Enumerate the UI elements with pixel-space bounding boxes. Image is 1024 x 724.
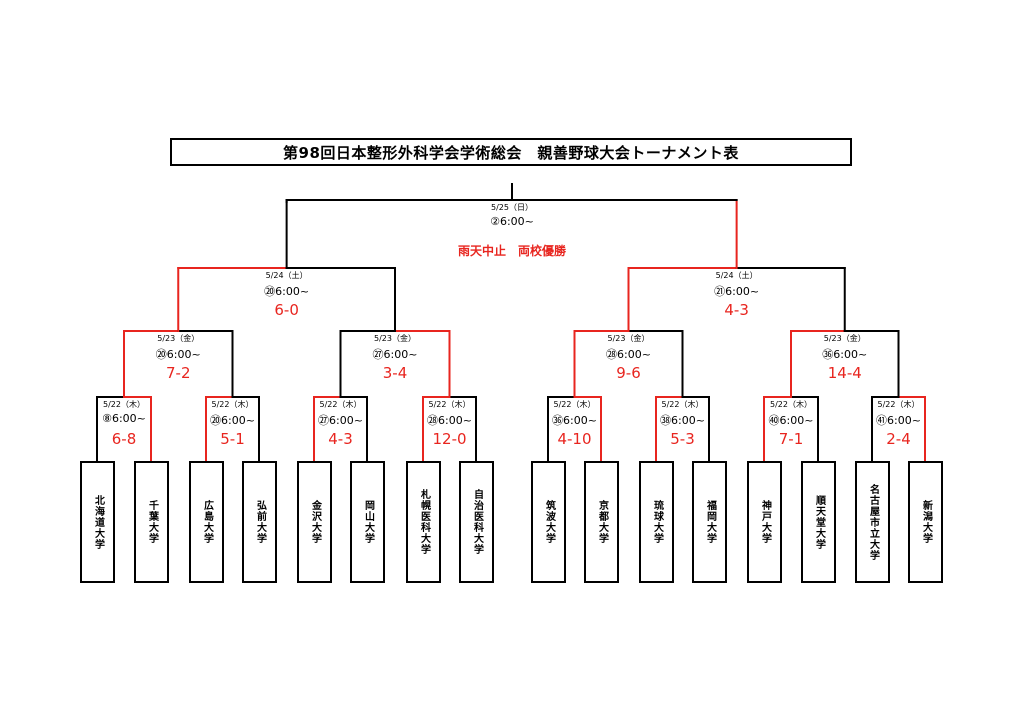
round2-score: 3-4 <box>382 364 408 382</box>
final-note: 雨天中止 両校優勝 <box>457 244 567 258</box>
round1-time: ㊳6:00~ <box>660 414 705 427</box>
team-box: 福岡大学 <box>692 461 727 583</box>
round1-date: 5/22（木） <box>661 400 704 409</box>
round1-score: 12-0 <box>432 430 467 448</box>
team-box: 京都大学 <box>584 461 619 583</box>
round1-date: 5/22（木） <box>319 400 362 409</box>
round2-date: 5/23（金） <box>607 334 650 343</box>
round1-time: ㊵6:00~ <box>768 414 814 427</box>
round1-date: 5/22（木） <box>770 400 812 409</box>
team-box: 岡山大学 <box>350 461 385 583</box>
round1-score: 4-3 <box>328 430 353 448</box>
round1-date: 5/22（木） <box>877 400 920 409</box>
round1-time: ㉗6:00~ <box>318 414 363 427</box>
round1-date: 5/22（木） <box>428 400 471 409</box>
round1-score: 4-10 <box>557 430 592 448</box>
round2-score: 14-4 <box>827 364 862 382</box>
round1-time: ⑧6:00~ <box>102 412 146 425</box>
team-box: 自治医科大学 <box>459 461 494 583</box>
team-box: 弘前大学 <box>242 461 277 583</box>
team-box: 筑波大学 <box>531 461 566 583</box>
team-box: 順天堂大学 <box>801 461 836 583</box>
team-box: 名古屋市立大学 <box>855 461 890 583</box>
round1-score: 5-1 <box>220 430 245 448</box>
round2-date: 5/23（金） <box>157 334 200 343</box>
round1-date: 5/22（木） <box>103 400 145 409</box>
team-box: 神戸大学 <box>747 461 782 583</box>
round2-time: ⑳6:00~ <box>155 348 201 361</box>
round3-score: 4-3 <box>724 301 749 319</box>
tournament-title: 第98回日本整形外科学会学術総会 親善野球大会トーナメント表 <box>170 138 852 166</box>
round1-time: ㊱6:00~ <box>552 414 597 427</box>
round2-time: ㊱6:00~ <box>822 348 868 361</box>
round1-time: ㉘6:00~ <box>427 414 472 427</box>
round1-date: 5/22（木） <box>211 400 254 409</box>
round1-time: ⑳6:00~ <box>210 414 255 427</box>
round1-score: 6-8 <box>111 430 137 448</box>
round1-score: 5-3 <box>670 430 695 448</box>
round2-time: ㉘6:00~ <box>606 348 651 361</box>
round3-date: 5/24（土） <box>715 271 758 280</box>
team-box: 新潟大学 <box>908 461 943 583</box>
round2-score: 7-2 <box>166 364 191 382</box>
round1-date: 5/22（木） <box>553 400 596 409</box>
team-box: 千葉大学 <box>134 461 169 583</box>
round3-score: 6-0 <box>274 301 299 319</box>
round1-score: 2-4 <box>886 430 911 448</box>
team-box: 札幌医科大学 <box>406 461 441 583</box>
final-time: ②6:00~ <box>490 215 534 228</box>
round3-time: ⑳6:00~ <box>264 285 310 298</box>
team-box: 北海道大学 <box>80 461 115 583</box>
round2-date: 5/23（金） <box>374 334 416 343</box>
round3-date: 5/24（土） <box>265 271 308 280</box>
team-box: 広島大学 <box>189 461 224 583</box>
team-box: 琉球大学 <box>639 461 674 583</box>
round1-score: 7-1 <box>778 430 804 448</box>
team-box: 金沢大学 <box>297 461 332 583</box>
round1-time: ㊶6:00~ <box>876 414 921 427</box>
round2-time: ㉗6:00~ <box>372 348 418 361</box>
round2-score: 9-6 <box>616 364 641 382</box>
round2-date: 5/23（金） <box>823 334 866 343</box>
round3-time: ㉑6:00~ <box>714 285 760 298</box>
final-date: 5/25（日） <box>491 203 533 212</box>
